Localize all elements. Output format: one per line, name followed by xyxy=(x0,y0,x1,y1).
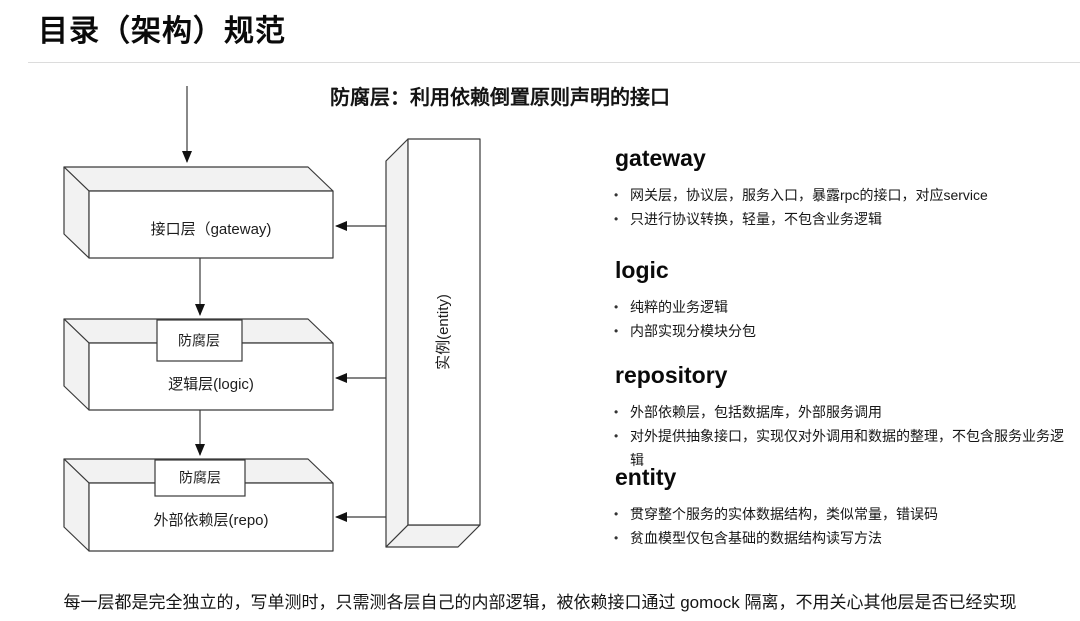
gateway-front-face xyxy=(88,190,334,259)
logic-box-label: 逻辑层(logic) xyxy=(168,376,254,393)
section-logic-heading: logic xyxy=(615,257,669,283)
bullet-item: 纯粹的业务逻辑 xyxy=(613,295,1073,319)
logic-acl-label: 防腐层 xyxy=(178,333,220,349)
diagram-arrows xyxy=(182,86,386,522)
entity-left-face xyxy=(385,138,409,548)
page-title: 目录（架构）规范 xyxy=(38,15,286,48)
section-entity-heading: entity xyxy=(615,464,677,490)
gateway-top-face xyxy=(63,166,334,192)
logic-acl-box xyxy=(156,319,243,362)
title-divider xyxy=(28,62,1080,63)
diagram-caption: 防腐层：利用依赖倒置原则声明的接口 xyxy=(330,87,670,109)
bullet-item: 内部实现分模块分包 xyxy=(613,319,1073,343)
entity-box-label: 实例(entity) xyxy=(435,294,452,370)
box-logic: 防腐层 逻辑层(logic) xyxy=(63,318,334,411)
bullet-item: 贯穿整个服务的实体数据结构，类似常量，错误码 xyxy=(613,502,1073,526)
section-logic: logic 纯粹的业务逻辑 内部实现分模块分包 xyxy=(613,256,1073,343)
bullet-item: 网关层，协议层，服务入口，暴露rpc的接口，对应service xyxy=(613,183,1073,207)
section-entity-bullets: 贯穿整个服务的实体数据结构，类似常量，错误码 贫血模型仅包含基础的数据结构读写方… xyxy=(613,502,1073,550)
section-gateway: gateway 网关层，协议层，服务入口，暴露rpc的接口，对应service … xyxy=(613,144,1073,231)
section-logic-bullets: 纯粹的业务逻辑 内部实现分模块分包 xyxy=(613,295,1073,343)
section-gateway-heading: gateway xyxy=(615,145,706,171)
section-repository: repository 外部依赖层，包括数据库，外部服务调用 对外提供抽象接口，实… xyxy=(613,361,1073,472)
repo-acl-label: 防腐层 xyxy=(179,470,221,486)
bullet-item: 对外提供抽象接口，实现仅对外调用和数据的整理，不包含服务业务逻辑 xyxy=(613,424,1073,472)
bullet-item: 贫血模型仅包含基础的数据结构读写方法 xyxy=(613,526,1073,550)
bullet-item: 外部依赖层，包括数据库，外部服务调用 xyxy=(613,400,1073,424)
entity-front-face xyxy=(407,138,481,526)
box-entity: 实例(entity) xyxy=(385,138,481,548)
footer-note: 每一层都是完全独立的，写单测时，只需测各层自己的内部逻辑，被依赖接口通过 gom… xyxy=(63,593,1017,612)
architecture-diagram: 实例(entity) 接口层（gateway) 防腐层 逻辑层(logic) xyxy=(63,86,481,552)
box-repo: 防腐层 外部依赖层(repo) xyxy=(63,458,334,552)
bullet-item: 只进行协议转换，轻量，不包含业务逻辑 xyxy=(613,207,1073,231)
repo-box-label: 外部依赖层(repo) xyxy=(153,512,268,529)
gateway-box-label: 接口层（gateway) xyxy=(151,221,272,238)
section-repository-heading: repository xyxy=(615,362,728,388)
box-gateway: 接口层（gateway) xyxy=(63,166,334,259)
section-gateway-bullets: 网关层，协议层，服务入口，暴露rpc的接口，对应service 只进行协议转换，… xyxy=(613,183,1073,231)
section-repository-bullets: 外部依赖层，包括数据库，外部服务调用 对外提供抽象接口，实现仅对外调用和数据的整… xyxy=(613,400,1073,472)
repo-acl-box xyxy=(154,459,246,497)
section-entity: entity 贯穿整个服务的实体数据结构，类似常量，错误码 贫血模型仅包含基础的… xyxy=(613,463,1073,550)
